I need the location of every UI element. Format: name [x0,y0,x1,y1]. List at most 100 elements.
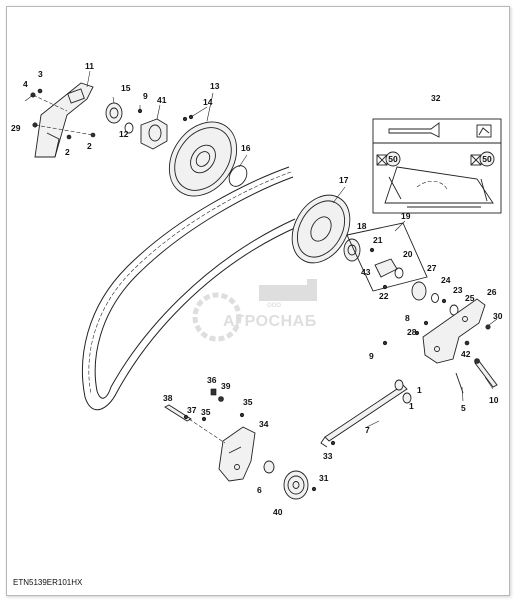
callout-5: 5 [461,403,466,413]
speed-badge-left [385,151,401,167]
callout-34: 34 [259,419,269,429]
figure-code: ETN5139ER101HX [13,578,83,587]
callout-31: 31 [319,473,329,483]
pin-5 [455,372,464,394]
callout-36: 36 [207,375,217,385]
callout-23: 23 [453,285,463,295]
nut-31 [311,486,317,492]
kit-19-box [346,222,428,292]
lower-idler-assembly [164,388,317,500]
callout-32: 32 [431,93,441,103]
callout-10: 10 [489,395,499,405]
callout-35-left: 35 [201,407,211,417]
callout-43: 43 [361,267,371,277]
idler-40 [283,470,309,500]
decal-32-box: 50 50 [372,118,502,214]
bushing-1a [394,379,404,391]
drive-belt [81,166,298,410]
pin-9 [137,108,143,114]
badge-left-label: 50 [388,154,398,164]
ring-12 [124,122,134,134]
bearing-15 [105,102,123,124]
nut-39 [218,396,224,402]
leader-lines [86,70,498,428]
callout-3: 3 [38,69,43,79]
callout-1-upper: 1 [417,385,422,395]
nut-42 [464,340,470,346]
bolt-10 [474,360,498,388]
nut-36 [210,388,217,396]
part-23 [441,298,447,304]
watermark-company: ООО [267,303,282,309]
callout-16: 16 [241,143,251,153]
callout-26: 26 [487,287,497,297]
callout-38: 38 [163,393,173,403]
callout-2-right: 2 [87,141,92,151]
bearing-27 [411,281,427,301]
callout-11: 11 [85,61,94,71]
callout-12: 12 [119,129,129,139]
callout-42: 42 [461,349,471,359]
callout-labels: 4 3 11 15 9 41 13 14 29 12 2 2 16 32 17 … [11,61,503,517]
bolt-8 [423,320,429,326]
part-22 [382,284,388,290]
callout-35-right: 35 [243,397,253,407]
callout-7: 7 [365,425,370,435]
callout-19: 19 [401,211,411,221]
callout-22: 22 [379,291,389,301]
callout-13: 13 [210,81,220,91]
bearing-18 [343,238,361,262]
gear-tractor-icon [192,279,317,342]
rod-assembly [320,358,498,448]
ring-20 [394,267,404,279]
callout-24: 24 [441,275,451,285]
badge-right-label: 50 [482,154,492,164]
callout-33: 33 [323,451,333,461]
callout-8: 8 [405,313,410,323]
callout-28: 28 [407,327,417,337]
callout-6: 6 [257,485,262,495]
hub-41 [140,118,168,150]
callout-20: 20 [403,249,413,259]
callout-9-bottom: 9 [369,351,374,361]
callout-1-lower: 1 [409,401,414,411]
callout-29: 29 [11,123,21,133]
bracket-11 [34,82,94,158]
bolt-28 [414,330,420,336]
nut-2a [66,134,72,140]
callout-30: 30 [493,311,503,321]
callout-2-left: 2 [65,147,70,157]
speed-badge-right [479,151,495,167]
callout-18: 18 [357,221,367,231]
callout-27: 27 [427,263,437,273]
upper-bearing-group [105,102,194,150]
callout-40: 40 [273,507,283,517]
callout-21: 21 [373,235,383,245]
watermark-logo: ООО АГРОСНАБ [189,279,359,349]
washer-35a [201,416,207,422]
bolt-33 [330,440,336,446]
spacer-6 [263,460,275,474]
pin-14a [182,116,188,122]
callout-14: 14 [203,97,213,107]
snap-ring-16 [228,165,248,187]
callout-4: 4 [23,79,28,89]
callout-39: 39 [221,381,231,391]
bushing-1b [402,392,412,404]
callout-25: 25 [465,293,475,303]
bolt-30 [485,324,491,330]
callout-37: 37 [187,405,197,415]
washer-37 [183,414,189,420]
shaft-43 [374,258,398,278]
callout-41: 41 [157,95,167,105]
right-bracket-assembly [382,281,491,364]
diagram-frame: 50 50 4 3 11 15 9 41 13 14 29 12 2 2 16 [6,6,510,596]
bracket-34 [218,426,256,482]
exploded-parts-diagram: 50 50 4 3 11 15 9 41 13 14 29 12 2 2 16 [11,61,503,517]
watermark-brand: АГРОСНАБ [223,313,317,330]
washer-35b [239,412,245,418]
nut-3 [37,88,43,94]
bolt-9b [382,340,388,346]
pulley-17 [291,194,351,264]
upper-bracket-assembly [24,82,96,158]
